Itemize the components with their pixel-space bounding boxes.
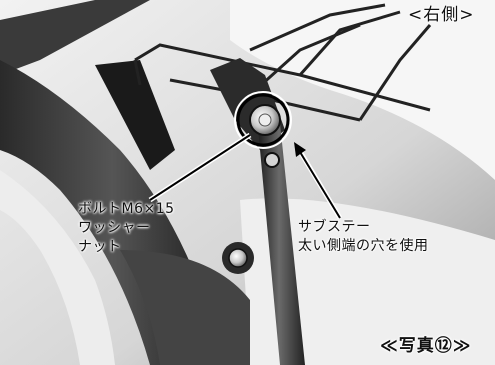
stay-callout-line-2: 太い側端の穴を使用 (298, 238, 429, 254)
body-highlight (0, 170, 115, 365)
bolt-callout-line-2: ワッシャー (78, 220, 151, 236)
side-label: <右側> (408, 5, 475, 25)
bolt-highlight-circle (236, 93, 290, 147)
lower-trim (120, 250, 250, 365)
stay-callout: サブステー 太い側端の穴を使用 (298, 218, 429, 256)
stay-hole (264, 152, 280, 168)
stay-arrow-line (299, 151, 341, 219)
front-cowl (230, 0, 495, 180)
bolt-leader-line (149, 134, 251, 201)
chrome-strap (95, 60, 175, 170)
bolt-callout-line-1: ボルトM6×15 (78, 201, 175, 217)
body-bolt (228, 248, 248, 268)
bolt-callout: ボルトM6×15 ワッシャー ナット (78, 200, 175, 257)
side-panel (240, 198, 495, 365)
stay-callout-line-1: サブステー (298, 219, 371, 235)
chrome-bar (0, 0, 150, 75)
bolt-washer (258, 113, 272, 127)
bolt-callout-line-3: ナット (78, 239, 122, 255)
bolt-highlight-halo (234, 91, 292, 149)
stay-arrowhead (294, 142, 306, 157)
photo-caption: ≪写真⑫≫ (380, 336, 472, 356)
sub-stay (258, 123, 305, 365)
